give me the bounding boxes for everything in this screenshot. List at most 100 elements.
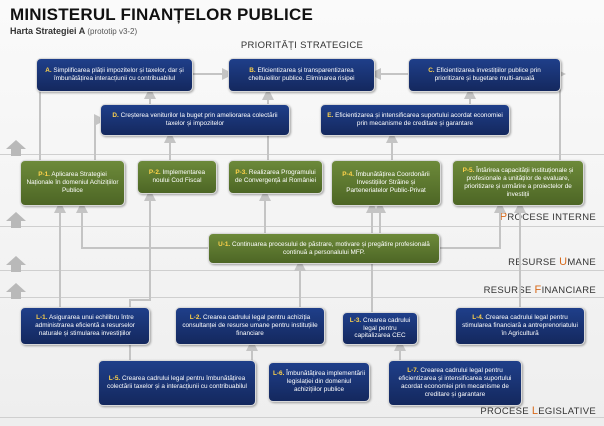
process-description: Realizarea Programului de Convergență al… [235, 169, 316, 184]
connector-u1-p1 [76, 201, 208, 249]
priority-text-d: D. Creșterea veniturilor la buget prin a… [105, 112, 285, 128]
priority-box-b[interactable]: B. Eficientizarea și transparentizarea c… [228, 58, 375, 92]
resource-box-u1[interactable]: U-1. Continuarea procesului de păstrare,… [208, 233, 440, 264]
legislative-code: L-5. [108, 375, 121, 383]
legislative-box-l3[interactable]: L-3. Crearea cadrului legal pentru capit… [342, 312, 418, 345]
priority-box-c[interactable]: C. Eficientizarea investițiilor publice … [408, 58, 561, 92]
process-description: Aplicarea Strategiei Naționale în domeni… [26, 171, 119, 194]
process-box-p2[interactable]: P-2. Implementarea noului Cod Fiscal [137, 160, 217, 194]
priority-box-e[interactable]: E. Eficientizarea și intensificarea supo… [320, 104, 510, 136]
up-arrow-stem [11, 265, 21, 272]
subtitle-text: Harta Strategiei A [10, 26, 85, 36]
section-internal-rest: ROCESE INTERNE [507, 212, 596, 223]
priority-text-a: A. Simplificarea plății impozitelor și t… [41, 67, 188, 83]
section-internal-initial: P [499, 211, 508, 223]
legislative-box-l7[interactable]: L-7. Crearea cadrului legal pentru efici… [388, 360, 522, 406]
priority-code: C. [428, 67, 435, 75]
process-code: P-5. [462, 167, 475, 175]
up-arrow-stem [11, 221, 21, 228]
priority-description: Eficientizarea și transparentizarea chel… [248, 67, 355, 82]
section-human-before: RESURSE [508, 257, 560, 268]
legislative-code: L-2. [189, 314, 202, 322]
legislative-text-l5: L-5. Crearea cadrului legal pentru îmbun… [103, 375, 251, 391]
legislative-text-l3: L-3. Crearea cadrului legal pentru capit… [347, 317, 413, 340]
section-human-initial: U [559, 256, 568, 268]
page-title: MINISTERUL FINANȚELOR PUBLICE [10, 5, 313, 24]
legislative-text-l6: L-6. Îmbunătățirea implementării legisla… [273, 370, 365, 393]
resource-text-u1: U-1. Continuarea procesului de păstrare,… [213, 241, 435, 257]
legislative-description: Crearea cadrului legal pentru stimularea… [462, 314, 578, 337]
process-code: P-1. [38, 171, 50, 179]
legislative-description: Îmbunătățirea implementării legislației … [286, 370, 366, 393]
priority-code: E. [327, 112, 334, 120]
section-financial-resources: RESURSE FINANCIARE [484, 284, 596, 296]
section-human-after: MANE [567, 257, 596, 268]
legislative-box-l6[interactable]: L-6. Îmbunătățirea implementării legisla… [268, 362, 370, 402]
process-text-p2: P-2. Implementarea noului Cod Fiscal [142, 169, 212, 185]
section-legislative-processes: PROCESE LEGISLATIVE [480, 405, 596, 417]
up-arrow-stem [11, 292, 21, 299]
band-divider-financial [0, 297, 604, 298]
section-legislative-initial: L [531, 405, 539, 417]
process-text-p3: P-3. Realizarea Programului de Convergen… [233, 169, 318, 185]
legislative-box-l1[interactable]: L-1. Asigurarea unui echilibru între adm… [20, 307, 150, 345]
priority-code: B. [249, 67, 256, 75]
priority-text-c: C. Eficientizarea investițiilor publice … [413, 67, 556, 83]
resource-code: U-1. [218, 240, 231, 248]
process-box-p1[interactable]: P-1. Aplicarea Strategiei Naționale în d… [20, 160, 125, 206]
legislative-text-l2: L-2. Crearea cadrului legal pentru achiz… [180, 314, 320, 337]
up-arrow-icon [6, 283, 26, 292]
legislative-text-l4: L-4. Crearea cadrului legal pentru stimu… [460, 314, 580, 337]
process-description: Implementarea noului Cod Fiscal [152, 169, 206, 184]
priority-description: Creșterea veniturilor la buget prin amel… [120, 112, 278, 127]
legislative-box-l5[interactable]: L-5. Crearea cadrului legal pentru îmbun… [98, 360, 256, 406]
section-legislative-after: EGISLATIVE [538, 406, 596, 417]
process-text-p5: P-5. Întărirea capacității instituțional… [457, 167, 579, 198]
connector-p1-d [94, 114, 106, 160]
process-description: Întărirea capacității instituționale și … [464, 167, 574, 198]
legislative-description: Crearea cadrului legal pentru capitaliza… [354, 316, 411, 340]
band-divider-bottom [0, 417, 604, 418]
priority-description: Eficientizarea și intensificarea suportu… [335, 112, 503, 127]
legislative-description: Crearea cadrului legal pentru achiziția … [182, 314, 318, 337]
resource-description: Continuarea procesului de păstrare, moti… [231, 240, 430, 256]
priority-code: D. [112, 112, 119, 120]
legislative-code: L-7. [407, 367, 419, 375]
legislative-description: Crearea cadrului legal pentru îmbunătăți… [107, 375, 247, 390]
process-box-p4[interactable]: P-4. Îmbunătățirea Coordonării Investiți… [331, 160, 441, 206]
up-arrow-icon [6, 212, 26, 221]
legislative-text-l1: L-1. Asigurarea unui echilibru între adm… [25, 314, 145, 337]
band-divider-internal [0, 226, 604, 227]
process-text-p1: P-1. Aplicarea Strategiei Naționale în d… [25, 171, 120, 194]
legislative-box-l4[interactable]: L-4. Crearea cadrului legal pentru stimu… [455, 307, 585, 345]
priority-code: A. [45, 67, 52, 75]
section-financial-initial: F [534, 284, 542, 296]
connector-u1-p5 [440, 201, 506, 249]
process-description: Îmbunătățirea Coordonării Investițiilor … [346, 171, 430, 194]
priority-box-a[interactable]: A. Simplificarea plății impozitelor și t… [36, 58, 193, 92]
process-code: P-2. [148, 169, 161, 177]
legislative-code: L-1. [36, 314, 48, 322]
priority-box-d[interactable]: D. Creșterea veniturilor la buget prin a… [100, 104, 290, 136]
section-human-resources: RESURSE UMANE [508, 256, 596, 268]
legislative-description: Crearea cadrului legal pentru eficientiz… [398, 367, 512, 398]
priority-text-e: E. Eficientizarea și intensificarea supo… [325, 112, 505, 128]
process-box-p3[interactable]: P-3. Realizarea Programului de Convergen… [228, 160, 323, 194]
process-code: P-3. [235, 169, 248, 177]
up-arrow-icon [6, 140, 26, 149]
priority-text-b: B. Eficientizarea și transparentizarea c… [233, 67, 370, 83]
process-text-p4: P-4. Îmbunătățirea Coordonării Investiți… [336, 171, 436, 194]
priority-description: Eficientizarea investițiilor publice pri… [434, 67, 541, 82]
legislative-code: L-3. [349, 316, 362, 324]
legislative-box-l2[interactable]: L-2. Crearea cadrului legal pentru achiz… [175, 307, 325, 345]
legislative-text-l7: L-7. Crearea cadrului legal pentru efici… [393, 367, 517, 398]
process-box-p5[interactable]: P-5. Întărirea capacității instituțional… [452, 160, 584, 206]
up-arrow-icon [6, 256, 26, 265]
prototype-label: (prototip v3-2) [87, 27, 138, 36]
process-code: P-4. [342, 171, 355, 179]
section-internal-processes: PROCESE INTERNE [500, 211, 596, 223]
section-financial-before: RESURSE [483, 285, 535, 296]
up-arrow-stem [11, 149, 21, 156]
priority-description: Simplificarea plății impozitelor și taxe… [53, 67, 184, 82]
legislative-code: L-6. [273, 370, 285, 378]
